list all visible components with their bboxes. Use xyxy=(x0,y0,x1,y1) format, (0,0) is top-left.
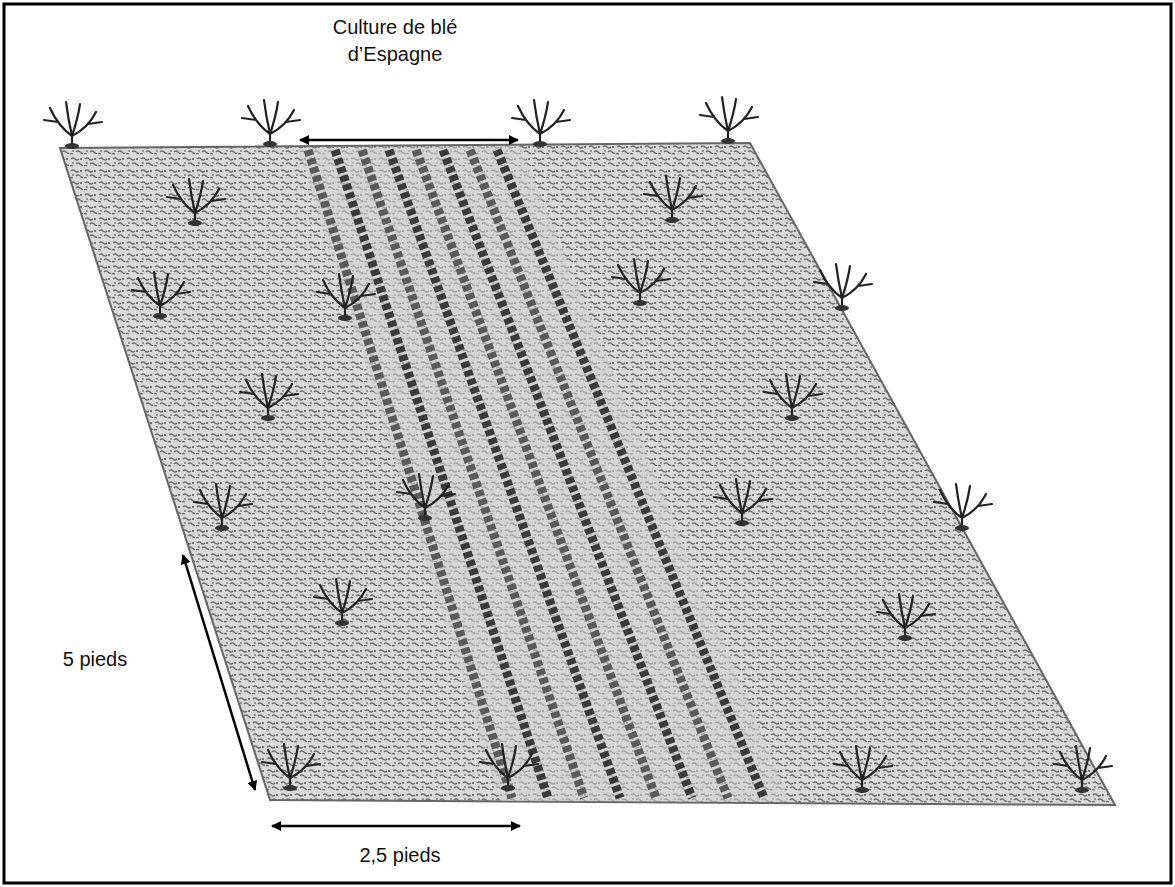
vine xyxy=(167,179,225,226)
vine xyxy=(612,259,670,306)
vine xyxy=(242,100,300,147)
dimension-label: 5 pieds xyxy=(40,646,150,673)
wheat-row xyxy=(497,150,764,798)
vine xyxy=(480,744,538,791)
wheat-row xyxy=(362,150,584,798)
wheat-rows xyxy=(308,150,764,798)
dimension-arrow xyxy=(272,825,520,828)
wheat-row xyxy=(335,150,548,798)
field xyxy=(60,143,1115,805)
vine xyxy=(934,484,992,531)
frame xyxy=(4,4,1171,883)
vine xyxy=(314,579,372,626)
crop-label: Culture de blé d’Espagne xyxy=(300,14,490,68)
vine xyxy=(764,374,822,421)
dimension-label: 2,5 pieds xyxy=(330,842,470,869)
vine xyxy=(714,479,772,526)
vine xyxy=(132,272,190,319)
dimension-arrow xyxy=(183,555,255,790)
vines xyxy=(44,97,1112,793)
vine xyxy=(194,484,252,531)
vine xyxy=(397,474,455,521)
wheat-row xyxy=(443,150,692,798)
vine xyxy=(262,744,320,791)
vine xyxy=(834,746,892,793)
vine xyxy=(814,264,872,311)
vine xyxy=(240,374,298,421)
vine xyxy=(512,100,570,147)
vine xyxy=(317,274,375,321)
wheat-row xyxy=(470,150,728,798)
vine xyxy=(644,176,702,223)
vine xyxy=(700,97,758,144)
vine xyxy=(1054,746,1112,793)
dimension-arrow xyxy=(300,139,518,142)
vine xyxy=(44,102,102,149)
wheat-band xyxy=(298,146,790,802)
vine xyxy=(877,594,935,641)
